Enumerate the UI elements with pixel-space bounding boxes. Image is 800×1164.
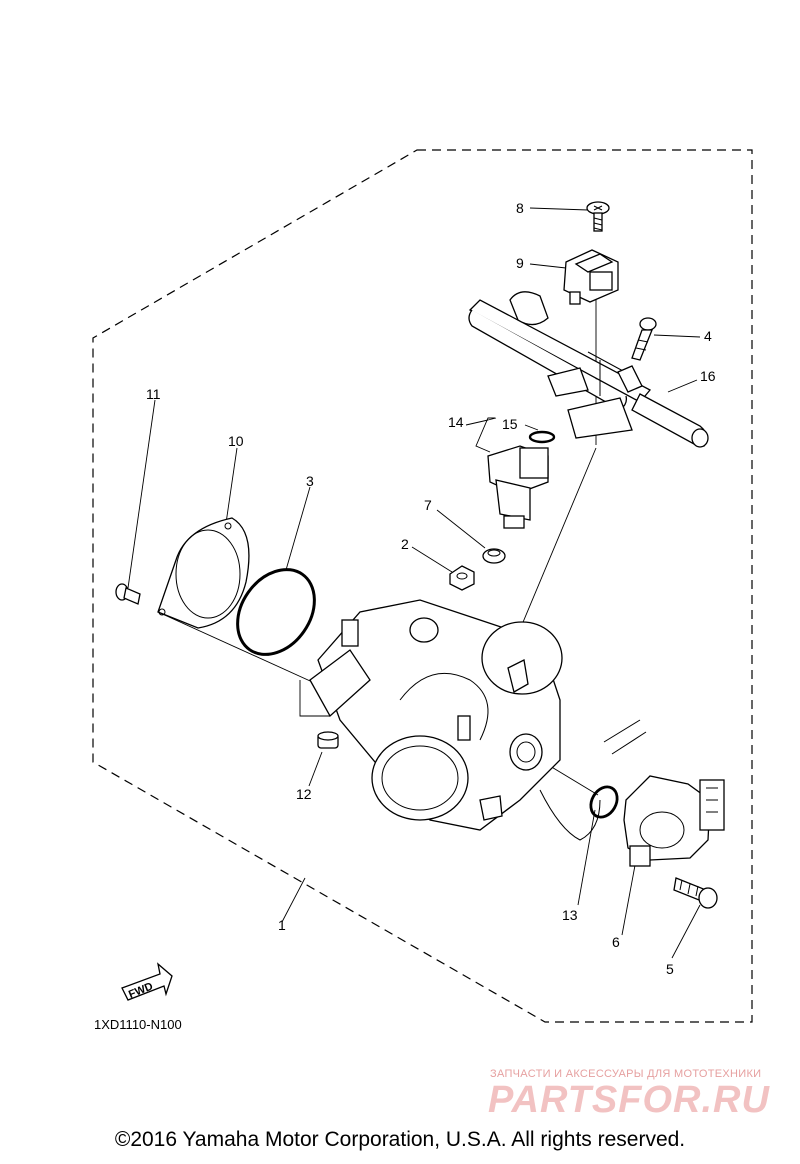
o-ring-15 bbox=[528, 430, 556, 444]
callout-3: 3 bbox=[306, 473, 314, 489]
throttle-body-1 bbox=[309, 599, 647, 841]
watermark-tagline: ЗАПЧАСТИ И АКСЕССУАРЫ ДЛЯ МОТОТЕХНИКИ bbox=[490, 1068, 762, 1080]
callout-14: 14 bbox=[448, 414, 464, 430]
callout-5: 5 bbox=[666, 961, 674, 977]
screw-8 bbox=[586, 201, 610, 232]
callout-2: 2 bbox=[401, 536, 409, 552]
drawing-code: 1XD1110-N100 bbox=[94, 1017, 182, 1032]
copyright-notice: ©2016 Yamaha Motor Corporation, U.S.A. A… bbox=[114, 1128, 686, 1151]
collar-7 bbox=[482, 548, 506, 564]
nut-2 bbox=[449, 565, 475, 591]
callout-15: 15 bbox=[502, 416, 518, 432]
pressure-sensor-9 bbox=[563, 249, 619, 305]
callout-8: 8 bbox=[516, 200, 524, 216]
fwd-label: FWD bbox=[127, 980, 155, 1001]
callout-6: 6 bbox=[612, 934, 620, 950]
fuel-injector-14 bbox=[487, 445, 549, 529]
bolt-4 bbox=[631, 317, 657, 361]
callout-9: 9 bbox=[516, 255, 524, 271]
callout-11: 11 bbox=[146, 386, 161, 402]
throttle-position-sensor-6 bbox=[623, 775, 725, 867]
gasket-plate-10 bbox=[157, 517, 250, 629]
fwd-arrow-icon: FWD bbox=[121, 962, 173, 1001]
o-ring-13 bbox=[589, 785, 619, 819]
assembly-boundary bbox=[92, 149, 753, 1023]
callout-7: 7 bbox=[424, 497, 432, 513]
screw-11 bbox=[115, 583, 141, 605]
callout-16: 16 bbox=[700, 368, 716, 384]
callout-4: 4 bbox=[704, 328, 712, 344]
plug-12 bbox=[317, 731, 339, 749]
leader-lines bbox=[127, 207, 701, 959]
o-ring-3 bbox=[236, 568, 316, 656]
callout-13: 13 bbox=[562, 907, 578, 923]
screw-5 bbox=[673, 877, 718, 909]
fuel-delivery-pipe bbox=[468, 291, 709, 448]
callout-10: 10 bbox=[228, 433, 244, 449]
callout-12: 12 bbox=[296, 786, 312, 802]
callout-1: 1 bbox=[278, 917, 286, 933]
watermark-brand: PARTSFOR.RU bbox=[488, 1079, 770, 1121]
